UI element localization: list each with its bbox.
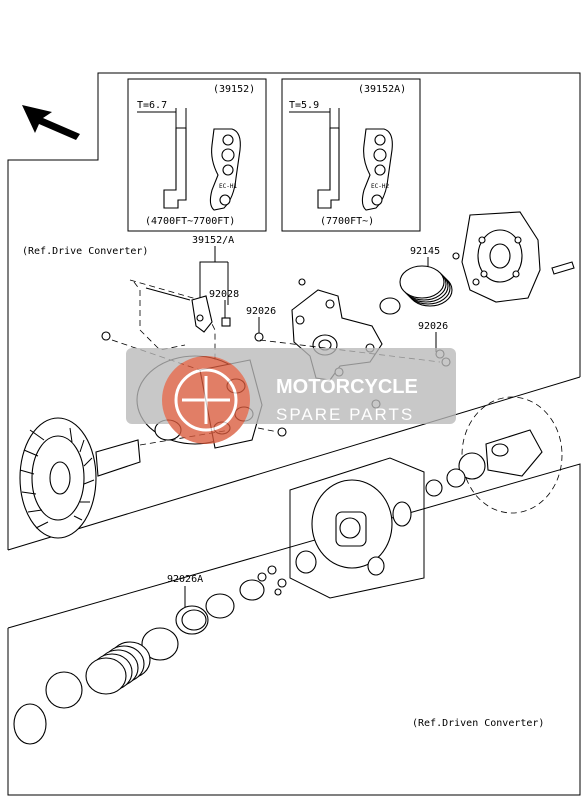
ref-driven-converter-label: (Ref.Driven Converter) [412,718,544,729]
driven-converter-frame [7,463,581,796]
driven-small-parts [175,565,287,635]
inset-stamp: EC-H1 [219,183,237,190]
ref-drive-converter-label: (Ref.Drive Converter) [22,246,148,257]
watermark-line-1: MOTORCYCLE [276,376,418,398]
callout-92145: 92145 [410,246,440,257]
watermark-line-2: SPARE PARTS [276,405,414,424]
callout-92026-right: 92026 [418,321,448,332]
weight-arm-assembly [101,279,287,446]
inset-box-39152A: (39152A) T=5.9 EC-H2 (7700FT~) [281,78,421,232]
drive-fan-pulley [19,417,141,539]
driven-cam-box [289,457,425,599]
watermark: MOTORCYCLE SPARE PARTS [126,348,456,444]
inset-box-39152: (39152) T=6.7 EC-H1 (4700FT~7700FT) [127,78,267,232]
driven-spring-stack [13,627,179,745]
callout-92026A: 92026A [167,574,203,585]
inset-part-number: (39152) [213,84,255,95]
inset-altitude-range: (7700FT~) [320,216,374,227]
inset-stamp: EC-H2 [371,183,389,190]
front-direction-arrow-icon [22,105,80,140]
inset-thickness-label: T=5.9 [289,100,319,111]
driven-fixed-sheave [425,396,563,514]
drive-cover [461,211,575,303]
callout-92028: 92028 [209,289,239,300]
callout-92026-left: 92026 [246,306,276,317]
inset-altitude-range: (4700FT~7700FT) [145,216,235,227]
inset-thickness-label: T=6.7 [137,100,167,111]
drive-spring [379,252,460,367]
drive-converter-frame [7,72,581,551]
inset-part-number: (39152A) [358,84,406,95]
callout-39152A: 39152/A [192,235,234,246]
